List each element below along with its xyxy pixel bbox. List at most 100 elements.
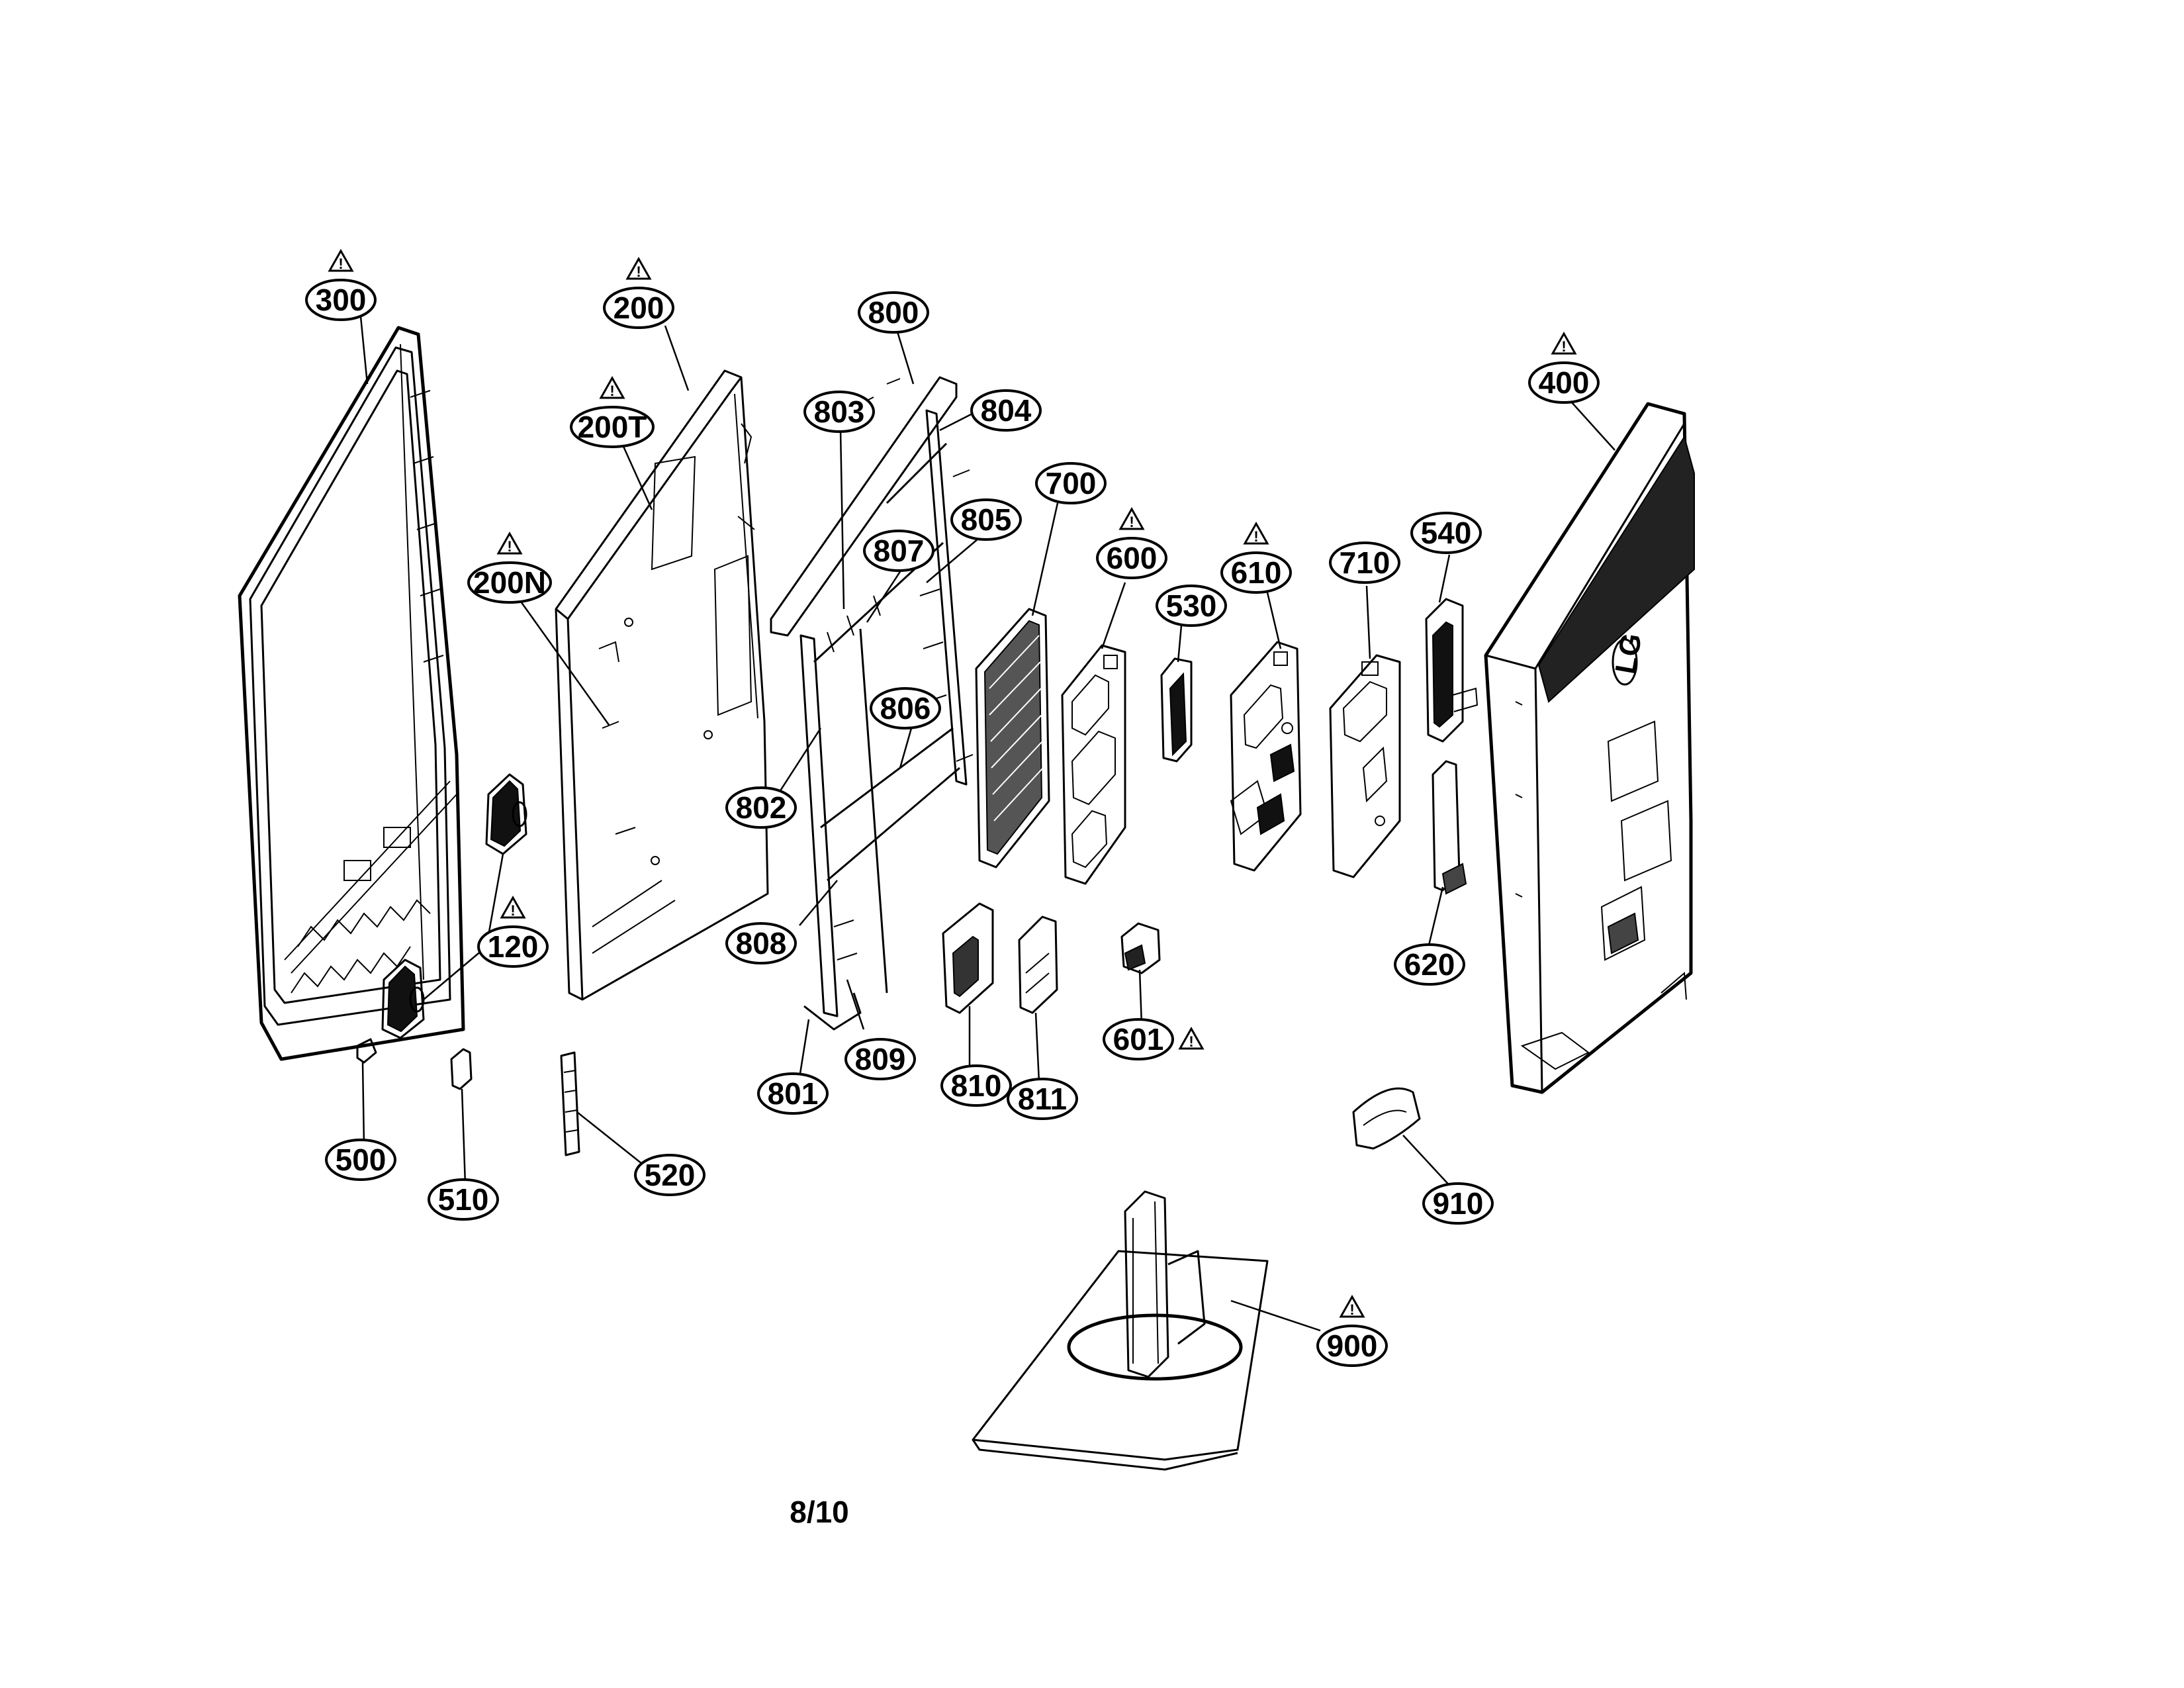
- callout-label: 801: [768, 1076, 819, 1111]
- part-500-ir-sensor: [356, 1038, 377, 1064]
- callout-label: 200N: [473, 565, 546, 600]
- callout-ellipse: [428, 1178, 499, 1221]
- warning-triangle-icon: [1243, 521, 1269, 545]
- callout-label: 510: [438, 1182, 489, 1217]
- part-620-board: [1432, 760, 1467, 895]
- callout-ellipse: [1220, 551, 1292, 594]
- callout-530: 530: [1156, 585, 1227, 627]
- part-910-stand-cover: [1352, 1087, 1421, 1150]
- callout-807: 807: [863, 530, 934, 572]
- callout-ellipse: [940, 1064, 1012, 1107]
- callout-ellipse: [757, 1072, 829, 1115]
- warning-triangle-icon: [599, 375, 625, 399]
- page-number: 8/10: [790, 1495, 849, 1529]
- warning-exclamation-icon: !: [1253, 528, 1258, 545]
- callout-ellipse: [803, 391, 875, 433]
- callout-ellipse: [1528, 361, 1600, 404]
- callout-ellipse: [950, 498, 1022, 541]
- callout-label: 620: [1404, 947, 1455, 982]
- callout-600: 600!: [1096, 506, 1167, 579]
- callout-ellipse: [1410, 512, 1482, 554]
- callout-710: 710: [1329, 541, 1400, 584]
- callout-800: 800: [858, 291, 929, 334]
- callout-520: 520: [634, 1154, 705, 1196]
- part-810-bracket: [942, 902, 994, 1014]
- callout-300: 300!: [305, 248, 377, 321]
- warning-exclamation-icon: !: [1561, 338, 1566, 355]
- warning-triangle-icon: [1551, 331, 1577, 355]
- callout-label: 120: [488, 929, 539, 964]
- callout-ellipse: [634, 1154, 705, 1196]
- callout-700: 700: [1035, 462, 1107, 504]
- callout-label: 806: [880, 691, 931, 726]
- callout-ellipse: [305, 279, 377, 321]
- callout-801: 801: [757, 1072, 829, 1115]
- callout-label: 900: [1327, 1329, 1378, 1363]
- callout-ellipse: [325, 1139, 396, 1181]
- warning-triangle-icon: [496, 531, 523, 555]
- callout-label: 807: [874, 534, 925, 568]
- callout-label: 610: [1231, 555, 1282, 590]
- callout-label: 540: [1421, 516, 1472, 550]
- callout-ellipse: [570, 406, 655, 448]
- warning-exclamation-icon: !: [636, 263, 641, 280]
- warning-exclamation-icon: !: [1129, 514, 1134, 530]
- part-300-front-bezel: [238, 326, 465, 1061]
- callout-label: 803: [814, 395, 865, 429]
- callout-label: 520: [645, 1158, 696, 1192]
- callout-811: 811: [1007, 1078, 1078, 1120]
- callout-label: 811: [1018, 1082, 1067, 1116]
- callout-label: 805: [961, 502, 1012, 537]
- callout-ellipse: [1035, 462, 1107, 504]
- callout-802: 802: [725, 786, 797, 829]
- callout-120: 120!: [477, 895, 549, 968]
- callout-ellipse: [1156, 585, 1227, 627]
- part-510-small-board: [450, 1048, 473, 1090]
- callout-label: 400: [1539, 365, 1590, 400]
- callout-809: 809: [844, 1038, 916, 1080]
- part-700-shield: [975, 608, 1050, 868]
- callout-ellipse: [725, 922, 797, 964]
- callout-ellipse: [725, 786, 797, 829]
- callout-805: 805: [950, 498, 1022, 541]
- callout-610: 610!: [1220, 521, 1292, 594]
- part-900-stand: [972, 1190, 1269, 1471]
- callout-ellipse: [1422, 1182, 1494, 1225]
- part-400-back-cover: LG: [1484, 402, 1695, 1094]
- callout-808: 808: [725, 922, 797, 964]
- callout-ellipse: [1316, 1325, 1388, 1367]
- warning-triangle-icon: [625, 256, 652, 280]
- callout-label: 300: [316, 283, 367, 317]
- part-200-lcd-panel: [555, 369, 769, 1001]
- warning-triangle-icon: [1118, 506, 1145, 530]
- callout-804: 804: [970, 389, 1042, 432]
- callout-900: 900!: [1316, 1294, 1388, 1367]
- callout-label: 808: [736, 926, 787, 961]
- callout-ellipse: [1007, 1078, 1078, 1120]
- callout-400: 400!: [1528, 331, 1600, 404]
- warning-triangle-icon: [500, 895, 526, 919]
- warning-triangle-icon: [328, 248, 354, 272]
- warning-exclamation-icon: !: [1189, 1033, 1193, 1050]
- warning-triangle-icon: [1178, 1026, 1205, 1050]
- callout-ellipse: [1103, 1018, 1174, 1060]
- callout-200N: 200N!: [467, 531, 552, 604]
- callout-ellipse: [477, 925, 549, 968]
- warning-exclamation-icon: !: [510, 902, 515, 919]
- callout-500: 500: [325, 1139, 396, 1181]
- callout-803: 803: [803, 391, 875, 433]
- callout-ellipse: [603, 287, 674, 329]
- callout-ellipse: [863, 530, 934, 572]
- callout-label: 809: [855, 1042, 906, 1076]
- callout-label: 804: [981, 393, 1032, 428]
- part-540-terminal: [1425, 598, 1479, 743]
- callout-ellipse: [1329, 541, 1400, 584]
- leader-lines: [359, 316, 1615, 1332]
- callout-ellipse: [970, 389, 1042, 432]
- warning-triangle-icon: [1339, 1294, 1365, 1318]
- part-811-bracket: [1018, 915, 1058, 1014]
- callout-620: 620: [1394, 943, 1465, 986]
- callout-label: 910: [1433, 1186, 1484, 1221]
